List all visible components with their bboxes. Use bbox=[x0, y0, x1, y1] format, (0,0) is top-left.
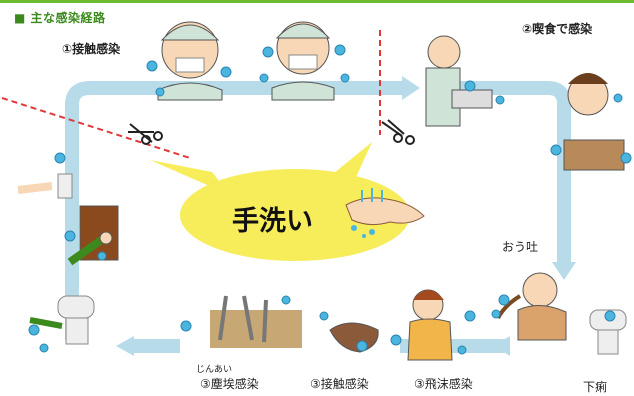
header-accent-bar bbox=[0, 0, 634, 3]
washing-hands-illustration bbox=[345, 188, 425, 238]
arrow-head-down bbox=[552, 262, 576, 280]
label-contact-bottom: ③接触感染 bbox=[310, 377, 369, 391]
page-title: ■ 主な感染経路 bbox=[14, 11, 106, 25]
label-ingestion: ②喫食で感染 bbox=[522, 22, 593, 36]
toilet-left bbox=[29, 295, 95, 345]
worker-figure-1 bbox=[157, 21, 223, 101]
door-hand bbox=[67, 205, 119, 266]
switch-hand bbox=[17, 173, 73, 199]
cut-line-left bbox=[1, 97, 191, 159]
label-droplet: ③飛沫感染 bbox=[414, 377, 473, 391]
hand-washing-bubble bbox=[150, 142, 410, 261]
contact-wiping-figure bbox=[329, 322, 379, 353]
scissors-icon-right bbox=[381, 119, 415, 145]
droplet-mother-child bbox=[407, 289, 453, 361]
label-diarrhea: 下痢 bbox=[583, 380, 608, 394]
worker-figure-2 bbox=[271, 21, 335, 101]
label-dust: ③塵埃感染 bbox=[200, 377, 259, 391]
label-vomiting: おう吐 bbox=[502, 240, 539, 254]
label-dust-ruby: じんあい bbox=[196, 365, 233, 375]
label-contact-top: ①接触感染 bbox=[62, 42, 121, 56]
arrow-head-left-1 bbox=[494, 336, 510, 356]
virus-particles bbox=[28, 44, 632, 355]
cook-figure bbox=[425, 35, 493, 127]
scissors-icon-left bbox=[128, 123, 163, 145]
arrow-head-left-2 bbox=[116, 336, 134, 356]
hand-washing-label: 手洗い bbox=[232, 206, 313, 237]
arrow-heads bbox=[116, 76, 576, 356]
dust-floor bbox=[210, 295, 302, 348]
cycle-arrow bbox=[65, 81, 571, 353]
eating-person-figure bbox=[563, 73, 625, 171]
arrow-head-right-1 bbox=[402, 76, 420, 100]
vomiting-person-figure bbox=[496, 272, 567, 341]
